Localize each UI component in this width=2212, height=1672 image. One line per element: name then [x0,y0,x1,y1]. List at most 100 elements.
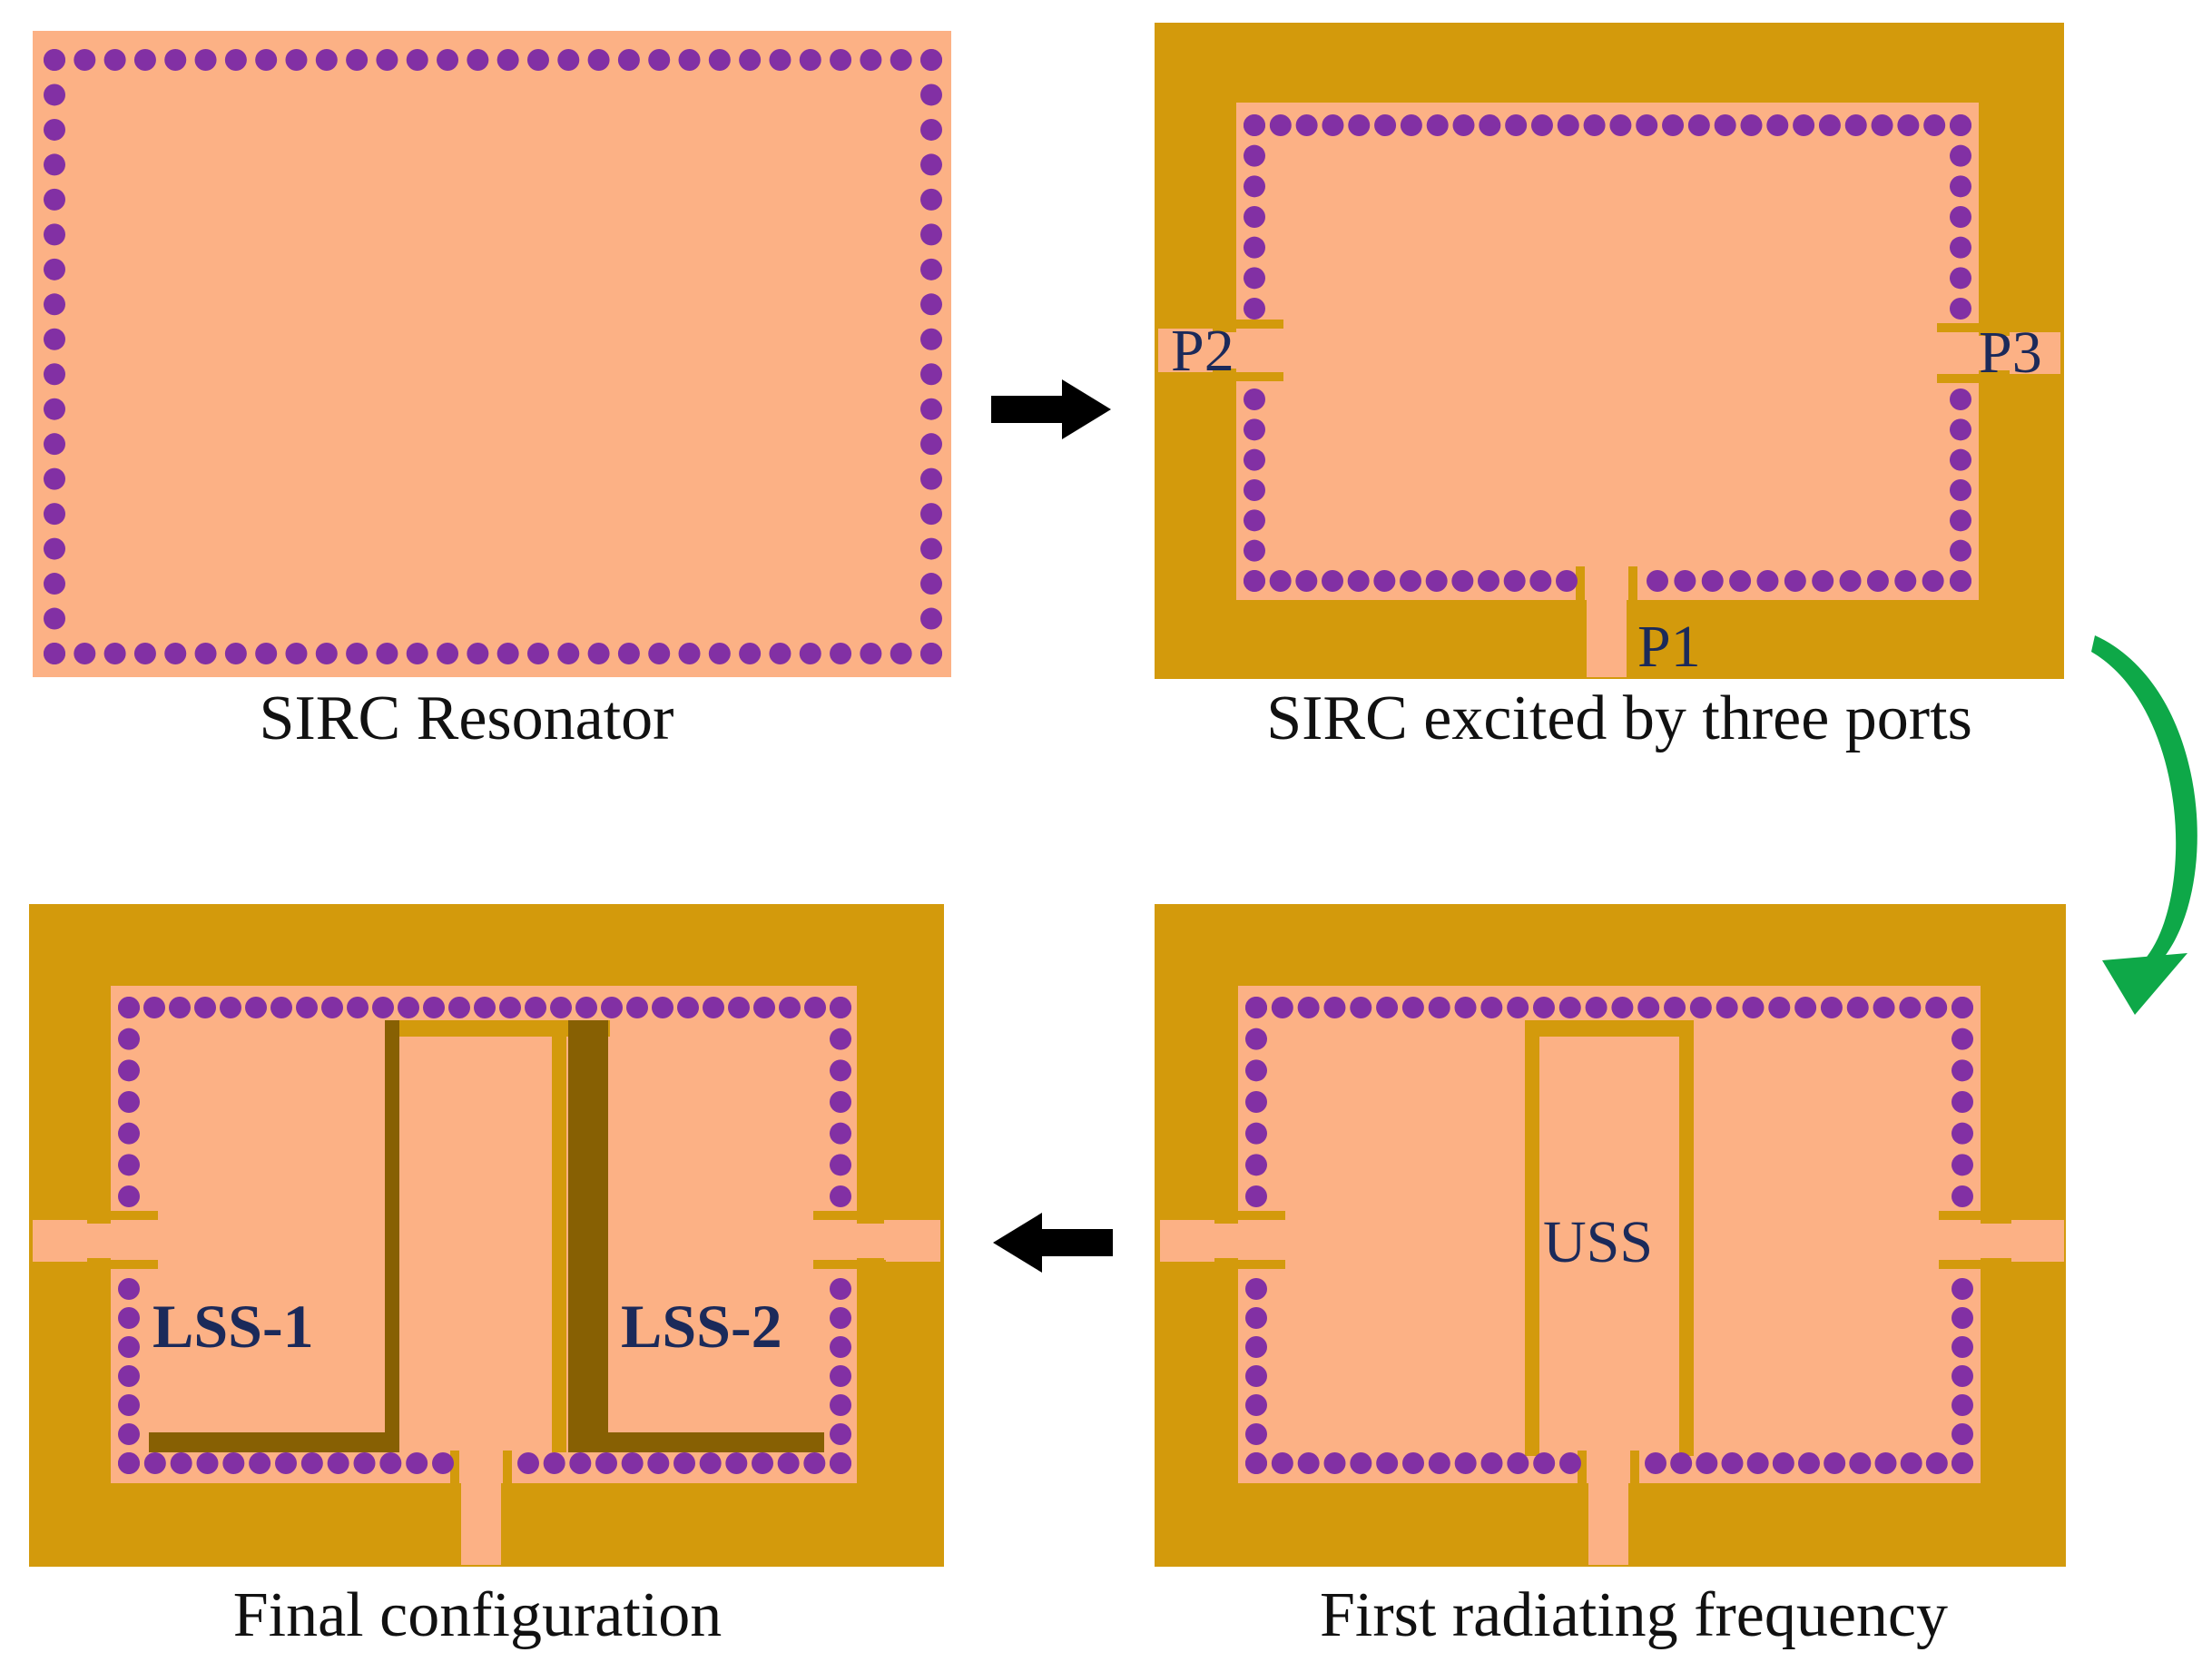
via-dot [1951,1059,1973,1082]
via-dot [1245,1154,1267,1176]
via-dot [1297,997,1320,1018]
via-dot [275,1452,297,1474]
via-dot [830,1365,851,1387]
via-dot [194,643,217,664]
via-dot [1297,1452,1320,1474]
via-dot [164,643,187,664]
via-dot [595,1452,617,1474]
caption-sirc-three-ports: SIRC excited by three ports [1266,684,1972,753]
via-dot [1244,114,1265,136]
via-dot [678,49,701,71]
via-dot [1479,114,1501,136]
via-dot [1794,997,1817,1018]
via-dot [44,153,65,176]
via-dot [44,467,65,490]
feed-cut-left [87,1260,158,1269]
via-dot [648,643,671,664]
via-dot [406,49,428,71]
via-dot [1244,509,1265,532]
panel-first-radiating-frequency: USS [1155,904,2066,1567]
via-dot [799,643,821,664]
via-dot [1557,114,1579,136]
feed-line-left [1160,1220,1214,1262]
via-dot [1950,267,1971,290]
via-dot [1687,114,1710,136]
via-dot [752,1452,773,1474]
via-dot [1670,1452,1693,1474]
via-dot [499,997,521,1018]
via-dot [103,49,126,71]
via-dot [1374,114,1397,136]
via-dot [1322,114,1344,136]
via-dot [777,1452,800,1474]
via-dot [1637,997,1660,1018]
via-dot [1824,1452,1846,1474]
via-dot [739,49,762,71]
via-dot [44,223,65,246]
via-dot [376,49,398,71]
feed-gap-p3 [1970,336,2013,370]
via-dot [1950,388,1971,410]
via-dot [830,1059,851,1082]
via-dot [1452,114,1475,136]
feed-cut-p3 [1937,323,2010,332]
via-dot [249,1452,271,1474]
via-dot [920,153,942,176]
via-dot [1323,1452,1346,1474]
via-dot [1376,1452,1399,1474]
via-dot [1322,570,1343,592]
via-dot [376,643,398,664]
via-dot [920,293,942,316]
via-dot [1245,1394,1267,1416]
via-dot [830,1307,851,1329]
via-dot [1245,1365,1267,1387]
via-dot [920,537,942,560]
via-dot [1244,206,1265,228]
via-dot [920,49,942,71]
via-dot [699,1452,722,1474]
feed-cut-left [1214,1211,1285,1220]
via-dot [1244,448,1265,471]
via-dot [1245,1028,1267,1050]
via-dot [196,1452,219,1474]
via-dot [569,1452,592,1474]
via-dot [1529,570,1552,592]
via-dot [1846,997,1869,1018]
via-dot [648,49,671,71]
via-dot [118,1365,140,1387]
via-dot [830,643,852,664]
via-dot [1347,570,1370,592]
via-dot [526,643,549,664]
via-dot [1950,236,1971,259]
u-shaped-slot [1525,1020,1694,1456]
via-dot [830,1028,851,1050]
via-dot [1746,1452,1769,1474]
via-dot [1376,997,1399,1018]
via-dot [557,49,580,71]
port-label-p3: P3 [1979,320,2042,386]
via-dot [1899,997,1922,1018]
via-dot [1772,1452,1794,1474]
via-dot [285,49,308,71]
via-dot [496,49,519,71]
via-dot [920,643,942,664]
via-dot [44,503,65,526]
via-dot [1478,570,1499,592]
via-dot [44,607,65,630]
via-dot [920,398,942,420]
via-dot [1950,206,1971,228]
feed-cut-bottom [1578,1451,1587,1485]
via-dot [220,997,241,1018]
via-dot [346,49,369,71]
via-dot [1950,144,1971,167]
via-dot [118,1185,140,1207]
slot-label-uss: USS [1543,1209,1653,1275]
via-dot [1662,114,1685,136]
via-dot [1897,114,1920,136]
via-dot [296,997,318,1018]
via-dot [753,997,775,1018]
via-dot [1559,1452,1581,1474]
via-dot [830,997,851,1018]
feed-cut-right [1939,1260,2011,1269]
